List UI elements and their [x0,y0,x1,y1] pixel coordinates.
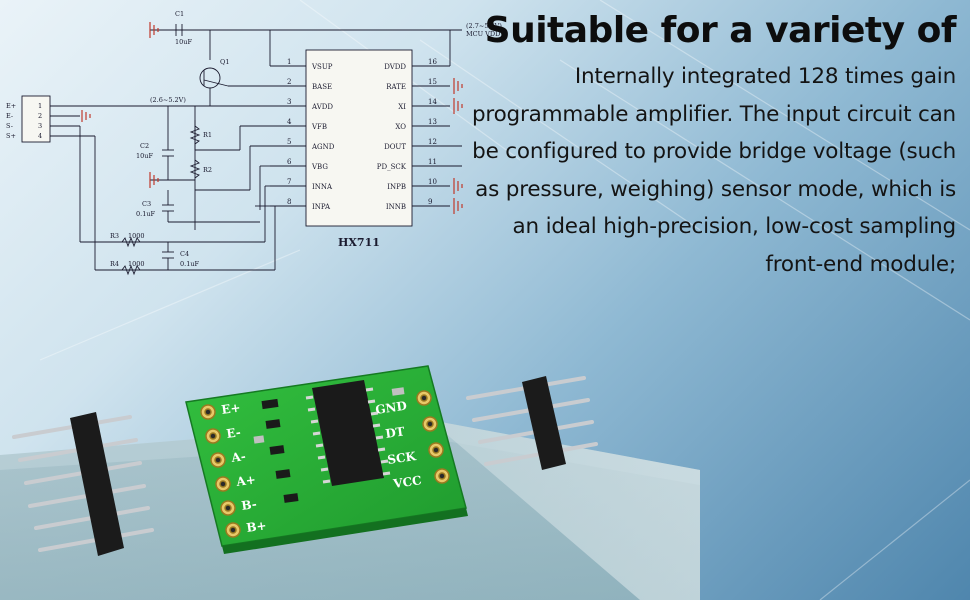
pin-name: INNA [312,183,333,191]
supply-label-mcu: MCU VDD [466,30,500,38]
r3-label: R3 [110,232,119,240]
q1-label: Q1 [220,58,229,66]
pin-number: 15 [428,78,437,86]
connector-label: S+ [6,132,16,140]
pin-number: 9 [428,198,432,206]
pin-number: 5 [287,138,291,146]
c4-label: C4 [180,250,189,258]
pin-number: 12 [428,138,437,146]
pin-number: 7 [287,178,291,186]
r1-label: R1 [203,131,212,139]
r3-value: 1000 [128,232,145,240]
pin-name: RATE [386,83,406,91]
board-label: B+ [245,518,267,535]
chip-name: HX711 [338,236,380,249]
connector-pin: 3 [38,122,42,130]
connector-label: E- [6,112,13,120]
board-label: VCC [391,473,422,491]
avdd-label: (2.6~5.2V) [150,96,186,104]
connector-pin: 2 [38,112,42,120]
connector-pin: 4 [38,132,42,140]
pin-name: AGND [311,143,335,151]
pin-name: BASE [312,83,332,91]
r4-value: 1000 [128,260,145,268]
board-label: B- [240,497,257,513]
pin-number: 16 [428,58,437,66]
pin-number: 8 [287,198,291,206]
board-label: SCK [386,449,417,467]
pin-name: XO [395,123,406,131]
pin-name: INNB [386,203,406,211]
pin-name: XI [398,103,406,111]
pin-name: AVDD [311,103,333,111]
pin-name: VSUP [311,63,333,71]
product-scene: E+ E- A- A+ B- B+ GND DT SCK VCC [0,365,700,600]
pin-number: 11 [428,158,437,166]
r2-label: R2 [203,166,212,174]
board-label: E- [225,425,241,441]
connector-label: S- [6,122,13,130]
connector-label: E+ [6,102,16,110]
c3-value: 0.1uF [136,210,156,218]
headline: Suitable for a variety of [484,10,957,51]
pin-name: VFB [311,123,327,131]
chip-body [305,49,413,227]
board-label: A+ [234,472,256,489]
pin-number: 13 [428,118,437,126]
r4-label: R4 [110,260,119,268]
board-label: DT [384,424,405,441]
hx711-schematic: VSUP BASE AVDD VFB AGND VBG INNA INPA 1 … [6,10,502,276]
right-pin-header [466,376,598,470]
c1-value: 10uF [175,38,192,46]
pin-number: 1 [287,58,291,66]
supply-label: (2.7~5.5V) [466,22,502,30]
board-label: A- [229,449,246,465]
c3-label: C3 [142,200,151,208]
connector-pin: 1 [38,102,42,110]
c1-label: C1 [175,10,184,18]
pin-number: 4 [287,118,292,126]
pin-name: INPB [387,183,406,191]
c2-value: 10uF [136,152,153,160]
pin-number: 10 [428,178,437,186]
pin-name: DOUT [384,143,406,151]
pin-name: DVDD [384,63,406,71]
pin-name: VBG [311,163,328,171]
pin-name: INPA [312,203,331,211]
pin-number: 6 [287,158,292,166]
left-pin-header [12,412,154,556]
pin-number: 14 [428,98,437,106]
board-label: E+ [220,400,241,417]
pin-name: PD_SCK [377,163,407,171]
pin-number: 3 [287,98,291,106]
c2-label: C2 [140,142,149,150]
board-label: GND [374,399,407,417]
hx711-board: E+ E- A- A+ B- B+ GND DT SCK VCC [185,365,468,554]
description: Internally integrated 128 times gain pro… [471,64,956,277]
c4-value: 0.1uF [180,260,200,268]
pin-number: 2 [287,78,291,86]
